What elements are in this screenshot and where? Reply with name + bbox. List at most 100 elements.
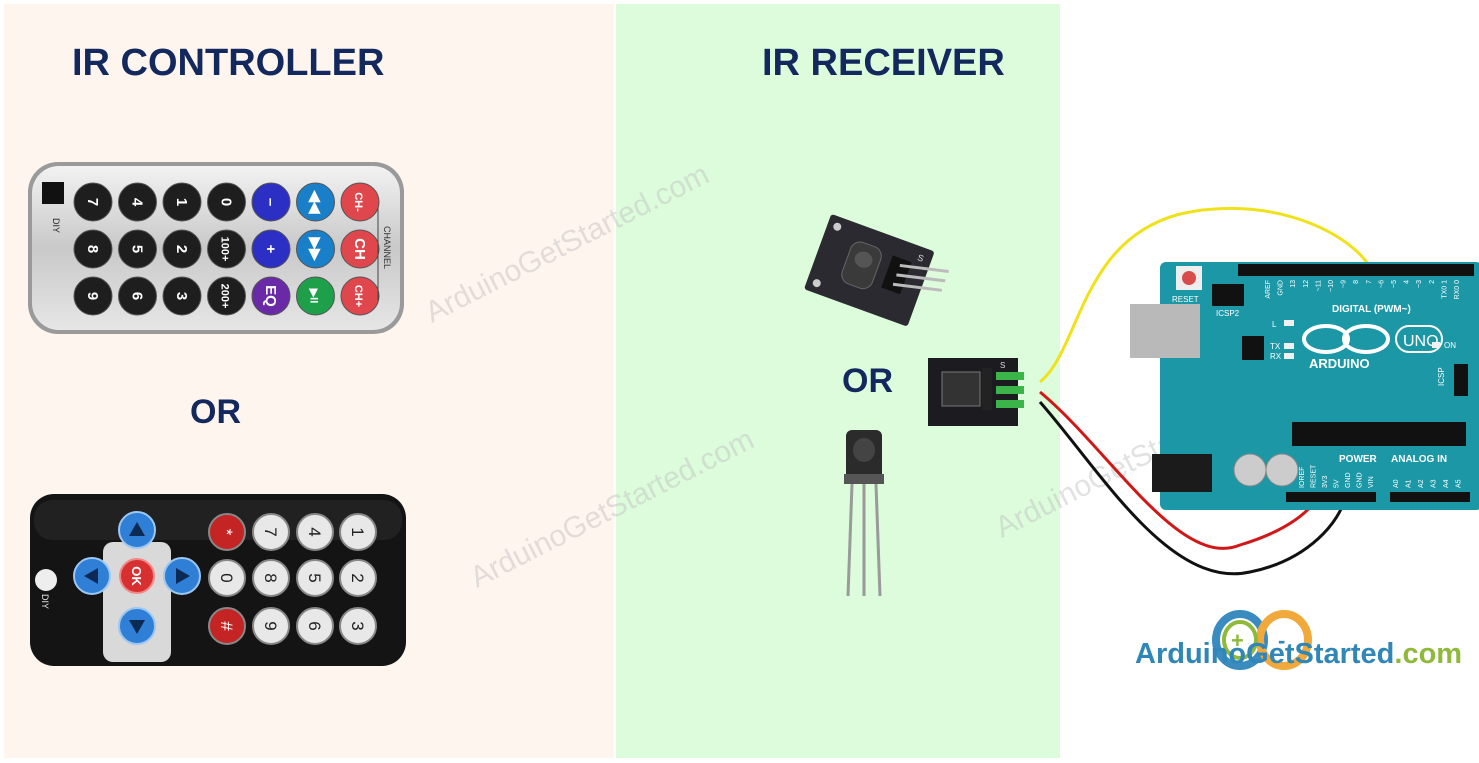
digital-pin-label: 2 [1429, 280, 1436, 284]
remote1-key-100+[interactable] [207, 229, 246, 269]
brand-label: DIY [40, 594, 50, 609]
brand-domain: .com [1394, 638, 1463, 670]
icsp2-header [1212, 284, 1244, 306]
remote1-key-4[interactable] [118, 182, 157, 222]
brand-name: ArduinoGetStarted [1135, 638, 1395, 670]
remote2-key-0[interactable] [208, 559, 246, 597]
digital-pin-label: 7 [1366, 280, 1373, 284]
remote1-key-CH[interactable] [340, 229, 380, 269]
remote1-key-7[interactable] [73, 182, 113, 222]
remote1-key-▶▶[interactable] [296, 229, 335, 269]
diy-logo-icon [35, 569, 57, 591]
module-pin-label: S [1000, 361, 1005, 370]
led-l-label: L [1272, 320, 1277, 329]
remote2-key-label: 9 [261, 621, 280, 630]
power-pin-label: VIN [1368, 476, 1375, 488]
digital-pin-label: RX0 0 [1454, 280, 1461, 300]
on-label: ON [1444, 341, 1456, 350]
power-pin-label: GND [1345, 472, 1352, 488]
remote1-key-label: ◀◀ [307, 189, 324, 214]
remote1-key-label: 4 [129, 198, 146, 207]
capacitor [1265, 453, 1299, 487]
digital-header [1238, 264, 1474, 276]
remote1-key-200+[interactable] [207, 276, 246, 316]
digital-pin-label: ~9 [1341, 280, 1348, 288]
power-pin-label: 5V [1334, 479, 1341, 488]
digital-pin-label: 13 [1290, 280, 1297, 288]
remote1-key-label: 3 [173, 292, 190, 300]
remote2-key-label: 8 [261, 573, 280, 582]
analog-pin-label: A0 [1393, 479, 1400, 488]
remote2-key-7[interactable] [252, 513, 290, 551]
remote2-ok-button[interactable] [119, 558, 155, 594]
remote1-key-3[interactable] [162, 276, 202, 316]
arduino-infinity-logo-icon [1302, 324, 1350, 354]
remote2-key-label: 2 [348, 573, 367, 582]
up-arrow-icon [129, 522, 145, 536]
remote1-key-label: CH+ [352, 285, 364, 307]
remote1-key-label: 5 [129, 245, 146, 253]
signal-wire [1039, 206, 1374, 384]
digital-label: DIGITAL (PWM~) [1332, 304, 1411, 315]
remote1-key-0[interactable] [207, 182, 246, 222]
icsp-header [1454, 364, 1468, 396]
remote1-key-5[interactable] [118, 229, 157, 269]
analog-pin-label: A4 [1443, 479, 1450, 488]
remote2-key-*[interactable] [208, 513, 246, 551]
chip-small [1242, 336, 1264, 360]
right-arrow-icon [176, 568, 190, 584]
power-label: POWER [1339, 454, 1378, 465]
remote2-key-1[interactable] [339, 513, 377, 551]
remote1-key-1[interactable] [162, 182, 202, 222]
remote2-key-4[interactable] [296, 513, 334, 551]
remote1-key-▶II[interactable] [296, 276, 335, 316]
remote1-key-label: 9 [84, 292, 101, 300]
remote2-key-5[interactable] [296, 559, 334, 597]
remote1-key-CH-[interactable] [340, 182, 380, 222]
remote2-key-8[interactable] [252, 559, 290, 597]
analog-pin-label: A3 [1431, 479, 1438, 488]
remote1-key-EQ[interactable] [251, 276, 291, 316]
uno-badge [1395, 325, 1443, 353]
ir-receiver-sensor-bare [844, 430, 884, 597]
remote1-key-label: – [262, 198, 279, 206]
remote1-key-6[interactable] [118, 276, 157, 316]
remote1-key-9[interactable] [73, 276, 113, 316]
remote1-key-–[interactable] [251, 182, 291, 222]
digital-pin-label: ~6 [1378, 280, 1385, 288]
remote1-key-2[interactable] [162, 229, 202, 269]
remote2-key-6[interactable] [296, 607, 334, 645]
digital-pin-label: 8 [1353, 280, 1360, 284]
digital-pin-label: 12 [1303, 280, 1310, 288]
remote1-key-label: EQ [262, 285, 279, 307]
remote2-key-9[interactable] [252, 607, 290, 645]
vcc-wire [1039, 390, 1319, 550]
remote1-key-label: 1 [173, 198, 190, 206]
remote2-key-label: 0 [217, 573, 236, 582]
left-arrow-icon [84, 568, 98, 584]
digital-pin-label: 4 [1404, 280, 1411, 284]
ok-label: OK [129, 566, 144, 586]
analog-pin-label: A1 [1406, 479, 1413, 488]
remote2-key-label: 7 [261, 527, 280, 536]
remote2-key-2[interactable] [339, 559, 377, 597]
svg-text:+: + [1231, 628, 1244, 653]
remote1-key-CH+[interactable] [340, 276, 380, 316]
remote1-key-+[interactable] [251, 229, 291, 269]
remote1-key-label: 7 [84, 198, 101, 206]
remote1-key-label: CH- [352, 192, 364, 212]
remote2-key-3[interactable] [339, 607, 377, 645]
gnd-wire [1038, 401, 1347, 576]
remote1-key-label: 2 [173, 245, 190, 253]
remote2-key-label: 1 [348, 527, 367, 536]
power-pin-label: IOREF [1299, 467, 1306, 488]
analog-pin-label: A5 [1456, 479, 1463, 488]
capacitor [1233, 453, 1267, 487]
remote1-key-◀◀[interactable] [296, 182, 335, 222]
remote1-key-label: 0 [218, 198, 235, 206]
down-arrow-icon [129, 620, 145, 634]
remote1-key-8[interactable] [73, 229, 113, 269]
remote2-key-#[interactable] [208, 607, 246, 645]
icsp-label: ICSP [1437, 367, 1446, 386]
